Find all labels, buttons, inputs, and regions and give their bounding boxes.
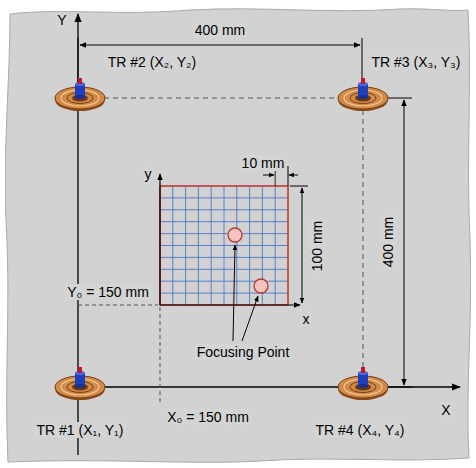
transducer xyxy=(55,78,105,111)
extension-line xyxy=(275,170,276,186)
dimension-line xyxy=(263,175,274,176)
grid-line xyxy=(160,293,288,294)
dimension-line xyxy=(80,45,360,46)
extension-line xyxy=(288,166,289,186)
dimension-line xyxy=(302,188,303,303)
transducer xyxy=(338,78,388,111)
focusing-grid xyxy=(160,186,288,305)
leader-arrow xyxy=(242,296,258,341)
grid-line xyxy=(236,186,237,305)
transducer xyxy=(338,367,388,400)
axis-label: X xyxy=(439,402,452,418)
guide-line xyxy=(363,110,364,376)
leader-arrow xyxy=(233,245,235,341)
x-axis xyxy=(68,386,460,387)
plate xyxy=(5,9,470,462)
dimension-label: 100 mm xyxy=(309,219,325,274)
focusing-point xyxy=(254,279,268,293)
local-x-axis xyxy=(160,304,300,305)
dimension-line xyxy=(289,175,298,176)
grid-line xyxy=(160,245,288,246)
grid-line xyxy=(249,186,250,305)
offset-line xyxy=(78,305,158,306)
transducer-label: TR #4 (X₄, Y₄) xyxy=(314,422,407,438)
transducer-label: TR #1 (X₁, Y₁) xyxy=(35,422,126,438)
focusing-point xyxy=(228,228,242,242)
dimension-label: 400 mm xyxy=(193,22,248,38)
transducer-label: TR #2 (X₂, Y₂) xyxy=(106,54,198,70)
dimension-line xyxy=(404,100,405,385)
grid-line xyxy=(160,257,288,258)
callout-label: Focusing Point xyxy=(195,344,292,360)
grid-line xyxy=(160,281,288,282)
dimension-label: 10 mm xyxy=(240,155,287,171)
grid-line xyxy=(160,269,288,270)
transducer xyxy=(55,367,105,400)
local-y-axis xyxy=(159,174,160,305)
grid-line xyxy=(275,186,276,305)
axis-label: x xyxy=(301,311,312,327)
axis-label: Y xyxy=(55,12,68,28)
guide-line xyxy=(104,98,338,99)
extension-line xyxy=(388,387,412,388)
offset-line xyxy=(160,307,161,404)
extension-line xyxy=(290,186,308,187)
grid-border xyxy=(160,186,288,305)
offset-label: X₀ = 150 mm xyxy=(165,409,251,425)
offset-label: Y₀ = 150 mm xyxy=(65,284,151,300)
dimension-label: 400 mm xyxy=(380,215,396,270)
axis-label: y xyxy=(143,166,154,182)
extension-line xyxy=(362,38,363,84)
extension-line xyxy=(78,38,79,84)
transducer-label: TR #3 (X₃, Y₃) xyxy=(370,54,463,70)
